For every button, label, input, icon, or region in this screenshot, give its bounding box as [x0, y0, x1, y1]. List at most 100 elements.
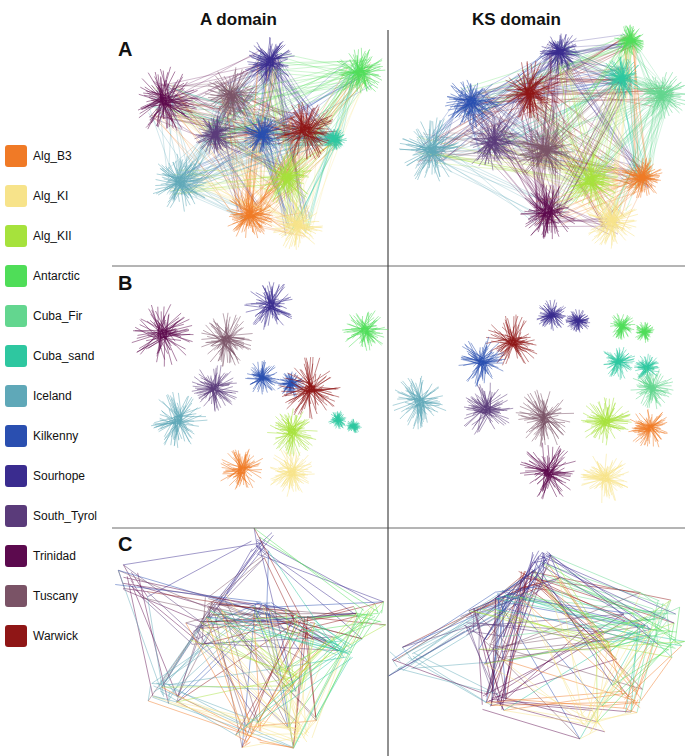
- legend-label: Alg_KII: [33, 229, 72, 243]
- network-cluster: [261, 154, 312, 203]
- network-cluster: [205, 67, 258, 122]
- legend-row: Iceland: [5, 385, 72, 407]
- network-cluster: [132, 304, 194, 366]
- network-web: [206, 551, 362, 748]
- network-cluster: [622, 158, 662, 198]
- legend-label: Tuscany: [33, 589, 78, 603]
- legend-row: Antarctic: [5, 265, 80, 287]
- legend-swatch: [5, 265, 27, 287]
- panel-divider: [388, 30, 389, 756]
- legend-row: Tuscany: [5, 585, 78, 607]
- network-web: [118, 551, 362, 747]
- network-cluster: [151, 392, 207, 448]
- network-cluster: [244, 282, 292, 330]
- network-cluster: [227, 191, 274, 238]
- legend-row: Kilkenny: [5, 425, 78, 447]
- legend-label: Iceland: [33, 389, 72, 403]
- legend-swatch: [5, 385, 27, 407]
- network-web: [147, 528, 386, 748]
- legend-swatch: [5, 585, 27, 607]
- network-cluster: [628, 409, 667, 447]
- network-cluster: [275, 102, 337, 159]
- network-cluster: [243, 115, 281, 153]
- legend-label: Trinidad: [33, 549, 76, 563]
- network-cluster: [267, 409, 317, 457]
- legend-label: Sourhope: [33, 469, 85, 483]
- legend-row: Trinidad: [5, 545, 76, 567]
- legend-swatch: [5, 145, 27, 167]
- network-cluster: [516, 390, 574, 448]
- legend-swatch: [5, 545, 27, 567]
- legend-row: Alg_KII: [5, 225, 72, 247]
- network-cluster: [245, 37, 294, 84]
- column-header: KS domain: [472, 10, 561, 30]
- legend-label: Alg_B3: [33, 149, 72, 163]
- legend-label: Alg_KI: [33, 189, 68, 203]
- column-header: A domain: [200, 10, 277, 30]
- panel-divider: [112, 528, 685, 529]
- network-web: [393, 570, 674, 702]
- network-cluster: [201, 313, 252, 367]
- legend-row: Cuba_sand: [5, 345, 94, 367]
- panel-letter: B: [116, 272, 134, 295]
- network-web: [115, 551, 383, 747]
- network-cluster: [323, 128, 347, 151]
- legend-swatch: [5, 225, 27, 247]
- legend-swatch: [5, 305, 27, 327]
- legend-label: Cuba_sand: [33, 349, 94, 363]
- network-web: [123, 558, 356, 728]
- legend-label: South_Tyrol: [33, 509, 97, 523]
- network-cluster: [192, 365, 238, 412]
- network-cluster: [603, 57, 640, 99]
- network-cluster: [328, 411, 361, 433]
- legend-row: Alg_B3: [5, 145, 72, 167]
- network-web: [485, 578, 675, 739]
- legend-label: Kilkenny: [33, 429, 78, 443]
- network-web: [469, 555, 685, 722]
- legend-swatch: [5, 625, 27, 647]
- legend-swatch: [5, 505, 27, 527]
- network-cluster: [581, 454, 629, 503]
- network-cluster: [221, 449, 263, 490]
- network-cluster: [334, 48, 385, 94]
- network-web: [481, 551, 676, 686]
- network-cluster: [499, 61, 560, 122]
- legend-label: Cuba_Fir: [33, 309, 82, 323]
- network-cluster: [153, 154, 209, 212]
- network-cluster: [464, 383, 513, 435]
- panel-letter: A: [116, 38, 134, 61]
- legend-row: Warwick: [5, 625, 78, 647]
- network-cluster: [279, 357, 340, 419]
- legend-swatch: [5, 465, 27, 487]
- network-cluster: [273, 200, 323, 250]
- legend-row: South_Tyrol: [5, 505, 97, 527]
- network-cluster: [631, 366, 674, 409]
- network-cluster: [537, 300, 590, 333]
- network-cluster: [195, 115, 236, 155]
- legend-row: Sourhope: [5, 465, 85, 487]
- network-cluster: [445, 80, 499, 130]
- legend-swatch: [5, 345, 27, 367]
- network-cluster: [610, 313, 654, 342]
- cluster-link: [601, 86, 674, 229]
- network-cluster: [604, 347, 660, 381]
- network-cluster: [342, 311, 388, 351]
- network-cluster: [540, 34, 580, 74]
- legend-swatch: [5, 185, 27, 207]
- panel-letter: C: [116, 533, 134, 556]
- network-cluster: [459, 337, 506, 387]
- legend-swatch: [5, 425, 27, 447]
- network-cluster: [614, 25, 644, 55]
- network-cluster: [399, 118, 465, 182]
- network-web: [153, 594, 375, 748]
- legend-label: Antarctic: [33, 269, 80, 283]
- network-cluster: [520, 184, 575, 239]
- network-cluster: [518, 120, 575, 175]
- legend-row: Alg_KI: [5, 185, 68, 207]
- network-cluster: [138, 67, 198, 131]
- network-cluster: [520, 443, 576, 500]
- network-cluster: [581, 397, 632, 445]
- network-cluster: [393, 376, 446, 429]
- panel-divider: [112, 266, 685, 267]
